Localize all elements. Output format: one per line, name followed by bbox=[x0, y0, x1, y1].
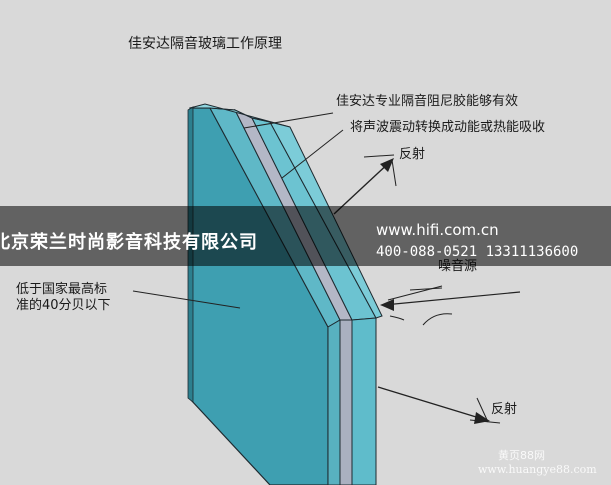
leader-damping-glue bbox=[243, 112, 334, 129]
reflect-bottom-mark-2 bbox=[469, 419, 501, 424]
glass-outer-pane-edge bbox=[327, 319, 341, 485]
reflect-top-arrow-shaft bbox=[333, 159, 393, 215]
label-damping-line2: 将声波震动转换成动能或热能吸收 bbox=[350, 120, 546, 135]
reflect-top-mark-2 bbox=[391, 159, 397, 187]
noise-arrow-tick bbox=[409, 287, 443, 291]
reflect-bottom-mark bbox=[476, 397, 489, 423]
label-below-line1: 低于国家最高标 bbox=[16, 282, 108, 297]
reflect-top-mark bbox=[363, 154, 395, 158]
label-reflect-bottom: 反射 bbox=[491, 402, 518, 417]
leader-below-standard bbox=[132, 290, 241, 309]
watermark-site-name: 黄页88网 bbox=[498, 449, 545, 462]
banner-phone-numbers: 400-088-0521 13311136600 bbox=[376, 244, 579, 260]
damping-interlayer-edge bbox=[339, 319, 353, 485]
watermark-site-url: www.huangye88.com bbox=[478, 463, 597, 476]
leader-damping-convert bbox=[281, 129, 344, 179]
noise-arrow-curve-2 bbox=[422, 313, 453, 326]
banner-company-name: 北京荣兰时尚影音科技有限公司 bbox=[0, 232, 258, 253]
glass-top-cap bbox=[189, 103, 291, 128]
noise-arrow-main-head bbox=[380, 299, 394, 311]
reflect-top-arrowhead bbox=[380, 158, 394, 172]
label-below-line2: 准的40分贝以下 bbox=[16, 298, 111, 313]
label-reflect-top: 反射 bbox=[399, 147, 426, 162]
watermark-banner bbox=[0, 206, 611, 266]
noise-arrow-curve-1 bbox=[389, 315, 405, 321]
banner-website: www.hifi.com.cn bbox=[376, 221, 499, 239]
label-damping-line1: 佳安达专业隔音阻尼胶能够有效 bbox=[336, 94, 519, 109]
noise-arrow-main bbox=[383, 291, 521, 306]
glass-inner-pane-edge bbox=[351, 317, 377, 485]
diagram-title: 佳安达隔音玻璃工作原理 bbox=[128, 36, 282, 52]
reflect-bottom-arrow-shaft bbox=[377, 386, 487, 421]
